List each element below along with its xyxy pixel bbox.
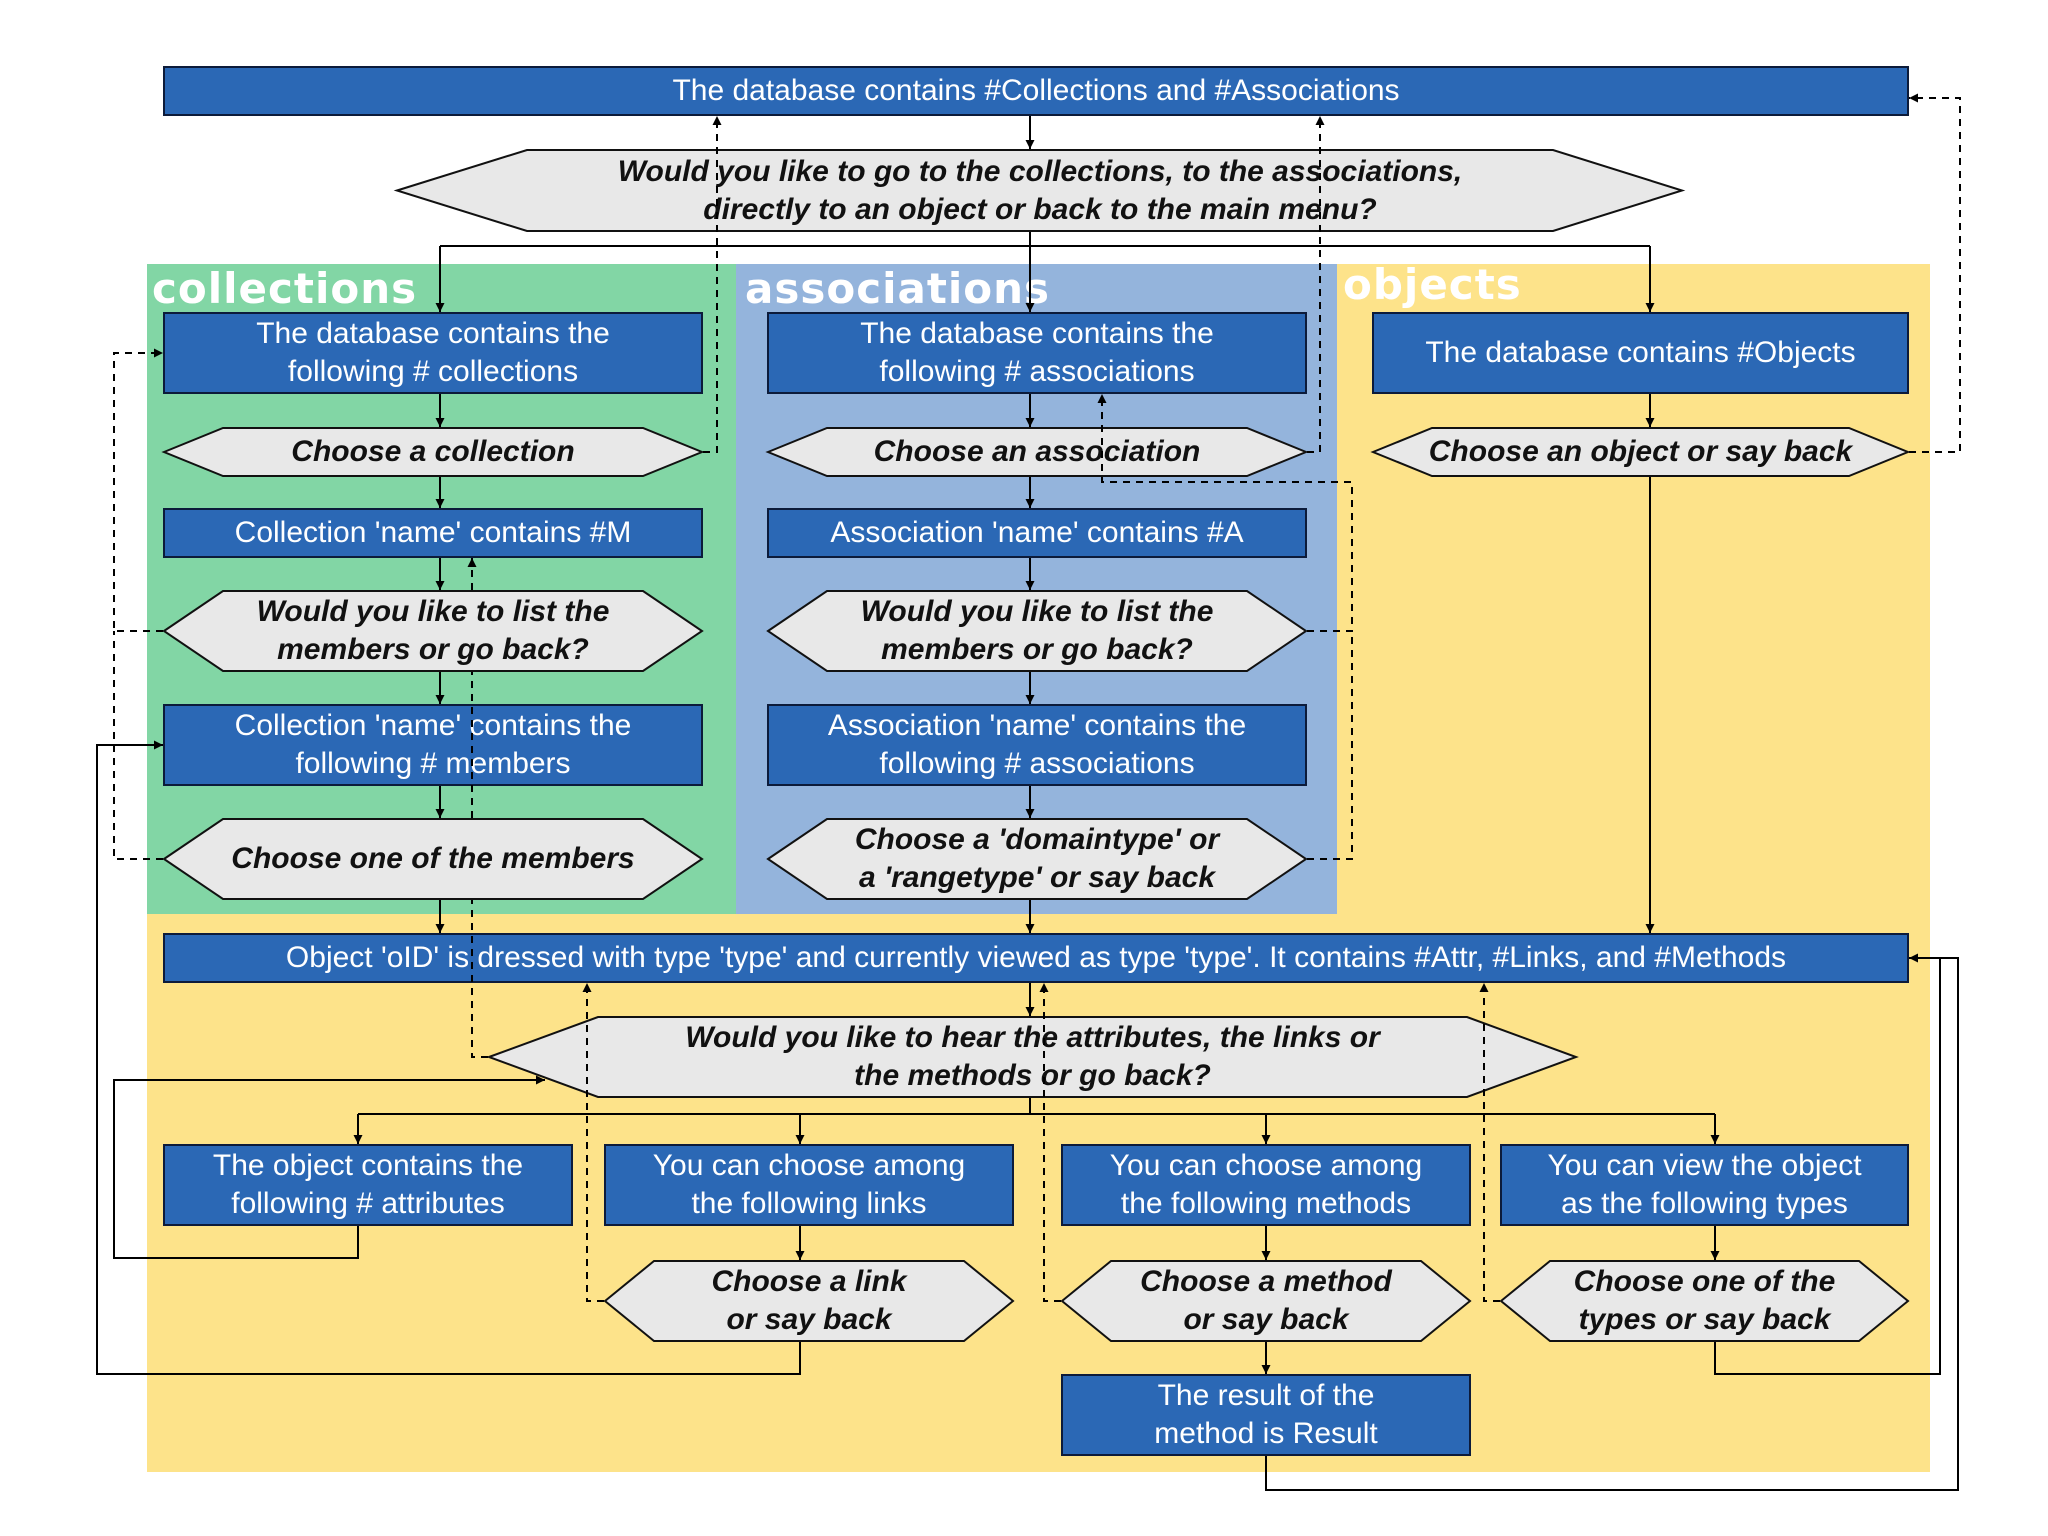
choose-object-decision: Choose an object or say back bbox=[1370, 427, 1911, 477]
object-question-decision: Would you like to hear the attributes, t… bbox=[486, 1016, 1579, 1098]
database-overview-box: The database contains #Collections and #… bbox=[163, 66, 1909, 116]
objects-count-box: The database contains #Objects bbox=[1372, 312, 1909, 394]
choose-method-text: Choose a method or say back bbox=[1140, 1265, 1392, 1336]
choose-member-text: Choose one of the members bbox=[231, 842, 635, 875]
hexagon-shape bbox=[393, 149, 1686, 232]
main-question-decision: Would you like to go to the collections,… bbox=[393, 149, 1686, 232]
collection-list-question-text: Would you like to list the members or go… bbox=[256, 595, 610, 666]
association-members-box: Association 'name' contains the followin… bbox=[767, 704, 1307, 786]
choose-collection-text: Choose a collection bbox=[291, 435, 575, 468]
hexagon-shape bbox=[766, 818, 1308, 900]
collections-region-title: collections bbox=[152, 264, 418, 313]
collection-name-box: Collection 'name' contains #M bbox=[163, 508, 703, 558]
choose-type-decision: Choose a 'domaintype' or a 'rangetype' o… bbox=[766, 818, 1308, 900]
hexagon-shape bbox=[1370, 427, 1911, 477]
collection-members-box: Collection 'name' contains the following… bbox=[163, 704, 703, 786]
choose-association-text: Choose an association bbox=[873, 435, 1201, 468]
choose-member-decision: Choose one of the members bbox=[162, 818, 704, 900]
links-box: You can choose among the following links bbox=[604, 1144, 1014, 1226]
choose-collection-decision: Choose a collection bbox=[161, 427, 705, 477]
collection-list-question: Would you like to list the members or go… bbox=[162, 590, 704, 672]
main-question-text: Would you like to go to the collections,… bbox=[617, 154, 1463, 226]
choose-association-decision: Choose an association bbox=[765, 427, 1309, 477]
choose-method-decision: Choose a method or say back bbox=[1060, 1260, 1472, 1342]
collections-list-box: The database contains the following # co… bbox=[163, 312, 703, 394]
types-box: You can view the object as the following… bbox=[1500, 1144, 1909, 1226]
associations-list-box: The database contains the following # as… bbox=[767, 312, 1307, 394]
associations-region-title: associations bbox=[745, 264, 1051, 313]
choose-view-type-decision: Choose one of the types or say back bbox=[1499, 1260, 1910, 1342]
choose-link-decision: Choose a link or say back bbox=[603, 1260, 1015, 1342]
hexagon-shape bbox=[161, 427, 705, 477]
hexagon-shape bbox=[162, 590, 704, 672]
choose-type-text: Choose a 'domaintype' or a 'rangetype' o… bbox=[854, 823, 1220, 894]
choose-link-text: Choose a link or say back bbox=[711, 1265, 907, 1336]
object-info-bar: Object 'oID' is dressed with type 'type'… bbox=[163, 933, 1909, 983]
objects-region-title: objects bbox=[1343, 260, 1522, 309]
object-question-text: Would you like to hear the attributes, t… bbox=[685, 1021, 1380, 1092]
choose-view-type-text: Choose one of the types or say back bbox=[1573, 1265, 1836, 1336]
association-list-question-text: Would you like to list the members or go… bbox=[860, 595, 1214, 666]
methods-box: You can choose among the following metho… bbox=[1061, 1144, 1471, 1226]
association-name-box: Association 'name' contains #A bbox=[767, 508, 1307, 558]
result-box: The result of the method is Result bbox=[1061, 1374, 1471, 1456]
attributes-box: The object contains the following # attr… bbox=[163, 1144, 573, 1226]
association-list-question: Would you like to list the members or go… bbox=[766, 590, 1308, 672]
choose-object-text: Choose an object or say back bbox=[1428, 435, 1853, 468]
